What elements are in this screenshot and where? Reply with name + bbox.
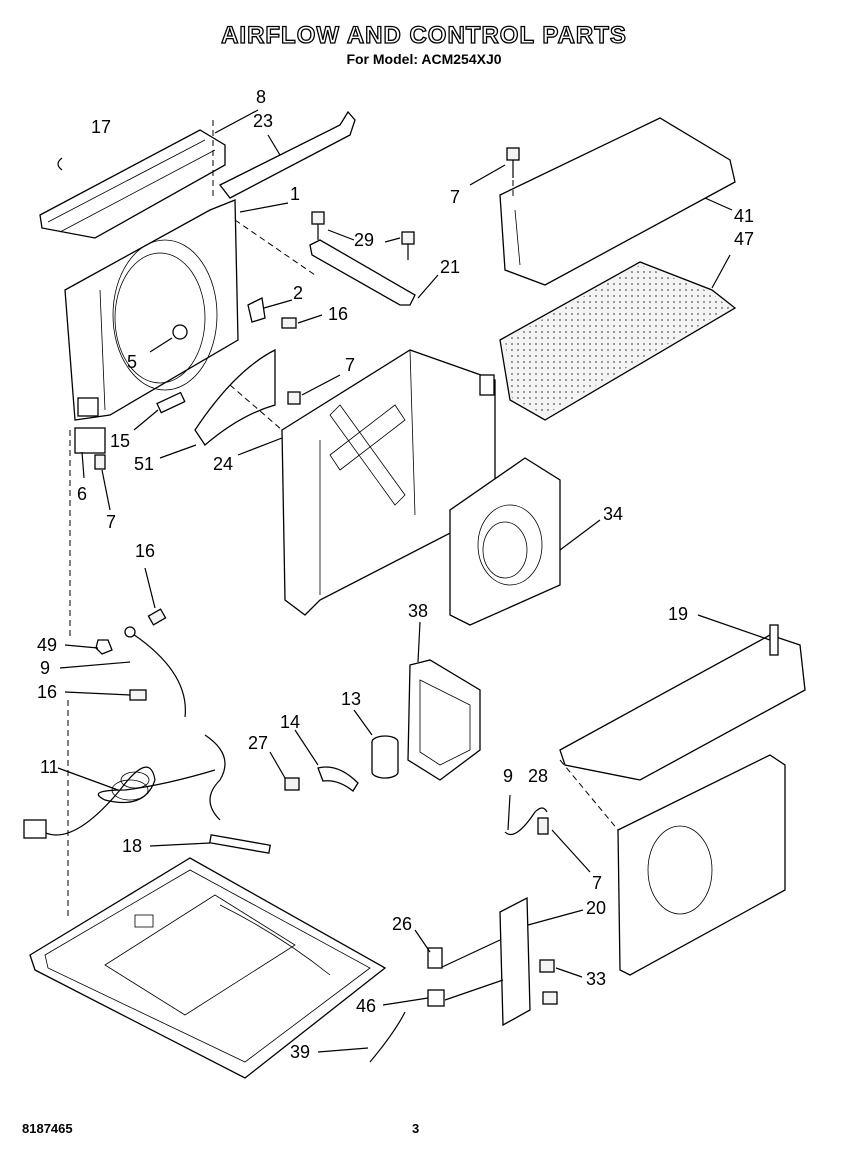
callout-51: 51 [134,454,154,474]
part-11-power-cord [23,734,226,839]
callout-16-a: 16 [328,304,348,324]
part-18-harness-strip [209,834,271,854]
part-41-top-cover [499,117,736,286]
callout-19: 19 [668,604,688,624]
callout-1: 1 [290,184,300,204]
callout-9-a: 9 [40,658,50,678]
callout-14: 14 [280,712,300,732]
part-8-top-bracket [39,129,226,239]
callout-leaders [57,109,771,1053]
part-47-air-filter [499,261,737,421]
callout-5: 5 [127,352,137,372]
callout-27: 27 [248,733,268,753]
base-pan [29,857,387,1079]
part-33-screws [539,959,558,1005]
callout-29: 29 [354,230,374,250]
part-13-capacitor [371,735,399,779]
callout-2: 2 [293,283,303,303]
part-17-clip [57,157,63,171]
part-24-barrier-panel [281,349,496,616]
callout-7-top: 7 [450,187,460,207]
callout-6: 6 [77,484,87,504]
part-28-partition [617,754,786,976]
part-20-control-plate [439,896,531,1027]
part-14-strap [284,766,359,792]
callout-33: 33 [586,969,606,989]
part-29-screws [311,211,415,260]
callout-labels: 8 23 17 1 29 21 7 41 47 2 16 5 7 15 51 2… [37,87,754,1062]
callout-11: 11 [40,757,59,777]
callout-7-mid: 7 [345,355,355,375]
part-21-bracket [309,239,416,306]
callout-9-b: 9 [503,766,513,786]
model-subtitle: For Model: ACM254XJ0 [346,51,502,67]
callout-24: 24 [213,454,233,474]
screw-7-top [506,147,520,178]
callout-17: 17 [91,117,111,137]
callout-8: 8 [256,87,266,107]
callout-7-right: 7 [592,873,602,893]
callout-21: 21 [440,257,460,277]
callout-39: 39 [290,1042,310,1062]
callout-13: 13 [341,689,361,709]
part-38-control-bracket [407,659,481,781]
callout-28: 28 [528,766,548,786]
part-6-bracket [74,427,106,470]
callout-16-c: 16 [37,682,57,702]
callout-41: 41 [734,206,754,226]
callout-23: 23 [253,111,273,131]
part-39-tube [369,1011,406,1063]
part-9-sensor-wire [504,807,549,836]
part-46-thermostat [427,989,445,1007]
part-26-switch [427,947,443,969]
callout-26: 26 [392,914,412,934]
callout-7-left: 7 [106,512,116,532]
part-51-duct [194,348,301,446]
part-5-nut [172,324,188,340]
part-15-block [156,391,186,414]
part-1-fan-shroud [64,199,239,421]
callout-46: 46 [356,996,376,1016]
callout-34: 34 [603,504,623,524]
dashed-leaders [67,120,619,920]
page-number: 3 [412,1121,420,1136]
page-title: AIRFLOW AND CONTROL PARTS [220,21,627,49]
part-2-clip [247,297,297,329]
callout-15: 15 [110,431,130,451]
part-23-seal-strip [219,110,356,199]
callout-20: 20 [586,898,606,918]
document-number: 8187465 [22,1121,73,1136]
callout-38: 38 [408,601,428,621]
callout-16-b: 16 [135,541,155,561]
callout-47: 47 [734,229,754,249]
part-9-ground-wire [95,608,186,718]
part-34-blower-scroll [449,457,561,626]
callout-49: 49 [37,635,57,655]
callout-18: 18 [122,836,142,856]
